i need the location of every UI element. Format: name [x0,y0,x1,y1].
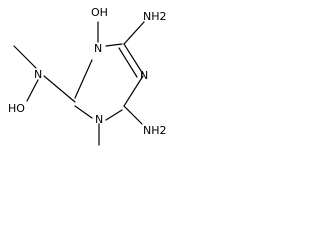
bond-c6-nside [43,75,76,103]
bond-c2-n3-a [123,43,144,75]
molecule-structure: OH N NH2 N NH2 N N HO [8,6,167,146]
label-n3: N [140,69,148,82]
bond-nside-methyl [13,45,37,69]
bond-n3-c4 [123,75,144,107]
bond-nside-oh [26,79,39,102]
bond-n5-c6 [74,105,93,119]
bond-n1-c2 [105,43,123,47]
label-n5: N [95,113,103,126]
bond-c4-nh2 [123,105,143,125]
bond-c2-nh2 [123,21,145,45]
label-n1: N [94,42,102,55]
bond-c4-n5 [105,109,123,121]
label-n-side: N [34,68,42,81]
label-nh2-top: NH2 [143,10,167,23]
label-oh-top: OH [91,6,108,19]
bond-c6-n1 [74,59,93,99]
bond-c2-n3-b [118,47,138,78]
label-ho-left: HO [8,102,25,115]
molecule-diagram: OH N NH2 N NH2 N N HO [0,0,180,157]
label-nh2-bottom: NH2 [143,124,167,137]
